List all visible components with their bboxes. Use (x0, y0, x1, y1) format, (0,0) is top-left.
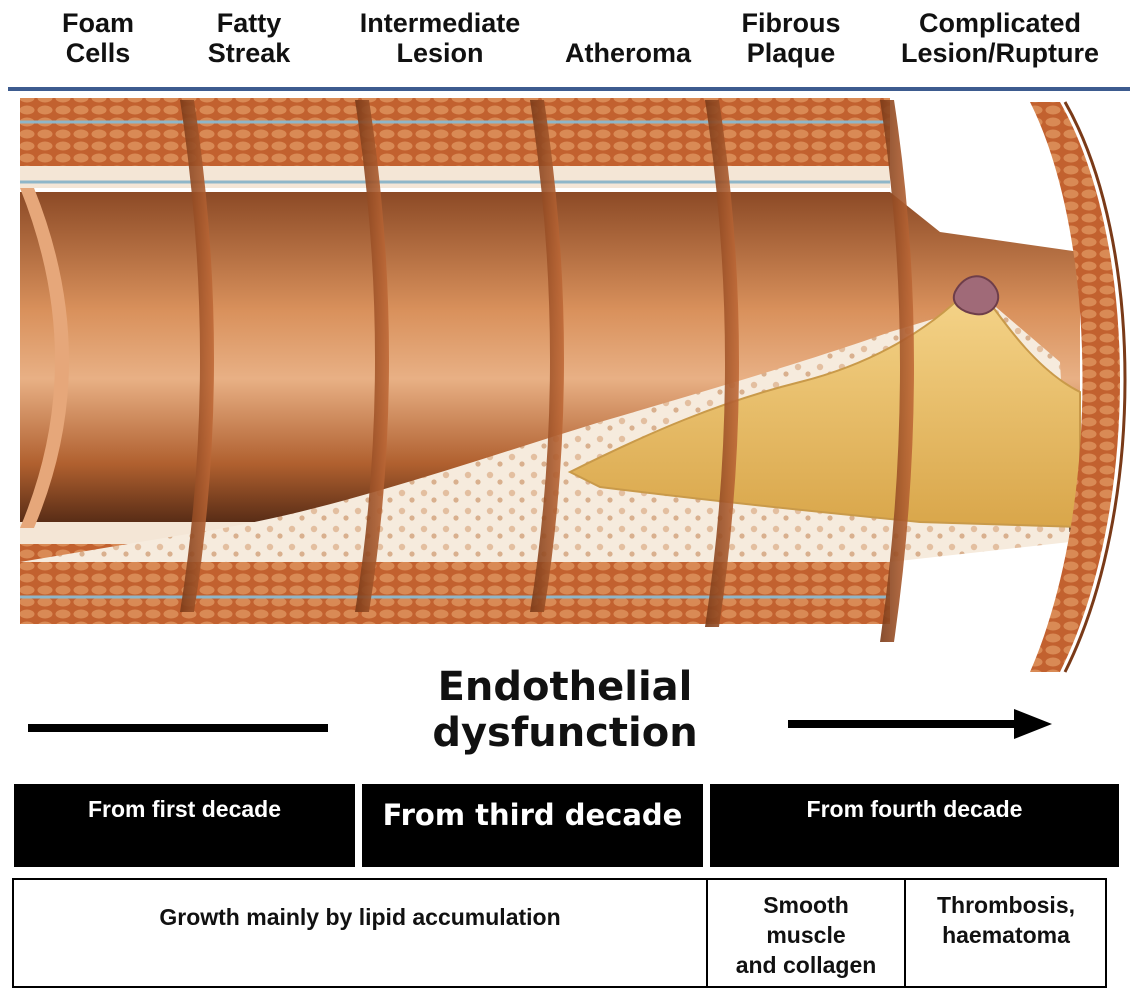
stage-label-atheroma: Atheroma (565, 38, 691, 68)
mechanism-thrombosis: Thrombosis, haematoma (906, 890, 1106, 950)
growth-mechanism-table: Growth mainly by lipid accumulation Smoo… (12, 878, 1107, 988)
onset-third-decade: From third decade (362, 784, 703, 867)
top-wall-outer (20, 98, 890, 166)
header-rule (8, 87, 1130, 91)
timeline-arrow-head (1014, 709, 1052, 739)
stage-label-fatty-streak: Fatty Streak (208, 8, 291, 68)
onset-fourth-decade: From fourth decade (710, 784, 1119, 867)
mechanism-smooth-muscle: Smooth muscle and collagen (708, 890, 904, 980)
endothelial-dysfunction-label: Endothelial dysfunction (420, 664, 710, 756)
timeline-line-left (28, 724, 328, 732)
stage-label-foam-cells: Foam Cells (62, 8, 134, 68)
top-wall-intima (20, 166, 890, 188)
stage-label-intermediate-lesion: Intermediate Lesion (360, 8, 521, 68)
onset-first-decade: From first decade (14, 784, 355, 867)
stage-label-complicated-lesion: Complicated Lesion/Rupture (901, 8, 1099, 68)
stage-label-fibrous-plaque: Fibrous Plaque (742, 8, 841, 68)
artery-cross-section-illustration (0, 92, 1133, 677)
timeline-line-right (788, 720, 1018, 728)
mechanism-lipid: Growth mainly by lipid accumulation (14, 902, 706, 932)
